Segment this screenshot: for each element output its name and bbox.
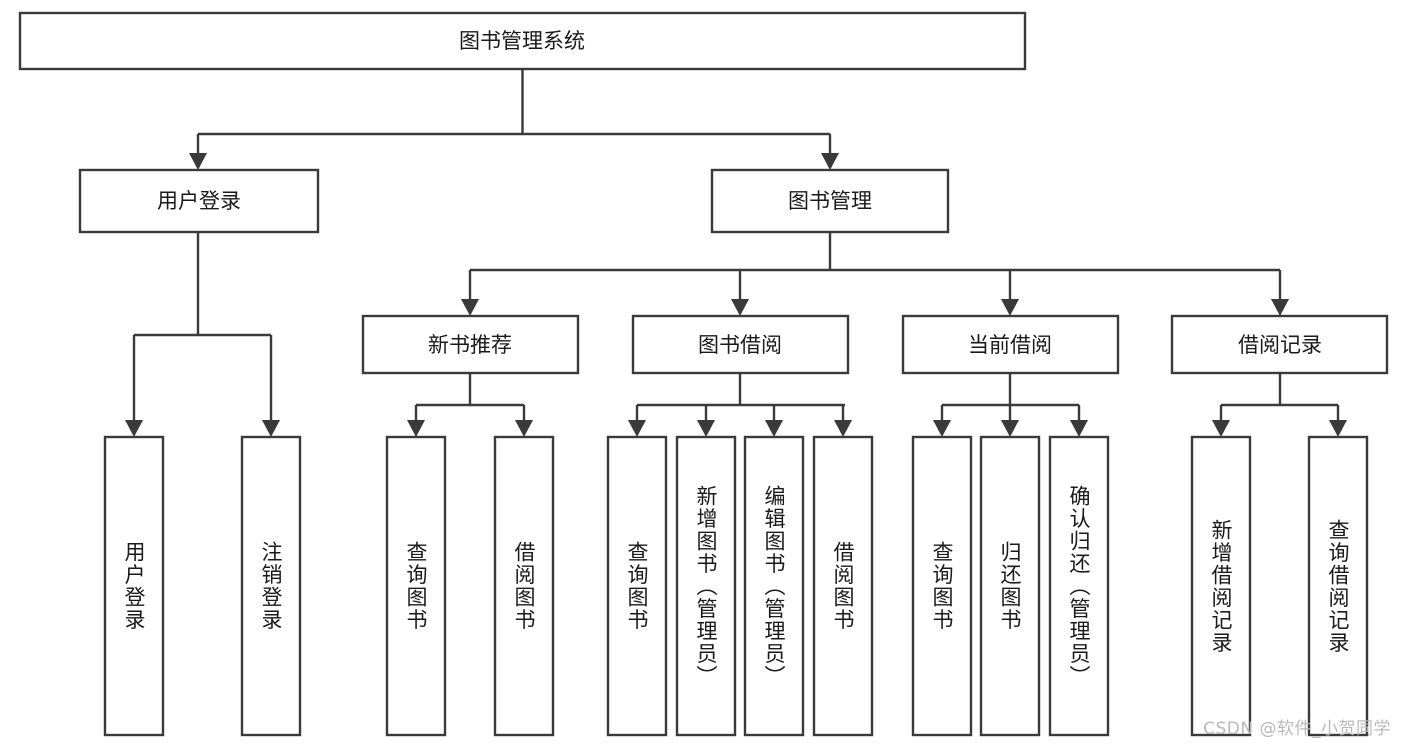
arrowhead-leaf-nb-2 <box>515 420 533 437</box>
arrowhead-current-borrow <box>1001 299 1019 316</box>
leaf-box-bb-1[interactable] <box>606 435 668 737</box>
arrowhead-book-mgmt <box>821 153 839 170</box>
arrowhead-leaf-cb-3 <box>1070 420 1088 437</box>
node-label-current-borrow: 当前借阅 <box>968 333 1052 357</box>
arrowhead-leaf-nb-1 <box>407 420 425 437</box>
arrowhead-leaf-bb-2 <box>697 420 715 437</box>
node-new-book-recommend[interactable]: 新书推荐 <box>361 314 580 375</box>
arrowhead-leaf-br-2 <box>1329 420 1347 437</box>
node-book-management[interactable]: 图书管理 <box>710 168 950 234</box>
arrowhead-new-book-recommend <box>461 299 479 316</box>
leaf-box-bb-3[interactable] <box>743 435 805 737</box>
watermark-text: CSDN @软件_小贺同学 <box>1203 719 1391 739</box>
leaf-box-br-1[interactable] <box>1190 435 1252 737</box>
leaf-group-current-borrow <box>911 435 1110 737</box>
node-box-book-borrow[interactable] <box>631 314 850 375</box>
arrowhead-leaf-bb-3 <box>765 420 783 437</box>
leaf-box-user-login-2[interactable] <box>240 435 302 737</box>
node-book-borrow[interactable]: 图书借阅 <box>631 314 850 375</box>
connector-group-new-book-recommend <box>407 373 533 437</box>
connector-group-current-borrow <box>933 373 1088 437</box>
leaf-group-book-borrow <box>606 435 874 737</box>
node-label-new-book-recommend: 新书推荐 <box>428 333 512 357</box>
node-box-book-management[interactable] <box>710 168 950 234</box>
connector-group-book-borrow <box>628 373 852 437</box>
leaf-box-bb-4[interactable] <box>812 435 874 737</box>
node-box-root[interactable] <box>18 11 1027 71</box>
node-label-user-login: 用户登录 <box>157 189 241 213</box>
arrowhead-leaf-br-1 <box>1212 420 1230 437</box>
leaf-box-nb-2[interactable] <box>493 435 555 737</box>
leaf-group-user-login <box>103 435 302 737</box>
arrowhead-leaf-bb-1 <box>628 420 646 437</box>
arrowhead-leaf-user-login-2 <box>262 420 280 437</box>
node-root-system[interactable]: 图书管理系统 <box>18 11 1027 71</box>
leaf-group-borrow-record <box>1190 435 1369 737</box>
arrowhead-leaf-bb-4 <box>834 420 852 437</box>
leaf-box-cb-1[interactable] <box>911 435 973 737</box>
arrowhead-borrow-record <box>1271 299 1289 316</box>
node-box-user-login[interactable] <box>78 168 320 234</box>
arrowhead-book-borrow <box>731 299 749 316</box>
leaf-box-bb-2[interactable] <box>675 435 737 737</box>
leaf-box-user-login-1[interactable] <box>103 435 165 737</box>
node-borrow-record[interactable]: 借阅记录 <box>1170 314 1389 375</box>
arrowhead-user-login <box>189 153 207 170</box>
arrowhead-leaf-user-login-1 <box>125 420 143 437</box>
node-label-root: 图书管理系统 <box>459 29 585 53</box>
leaf-box-nb-1[interactable] <box>385 435 447 737</box>
node-box-new-book-recommend[interactable] <box>361 314 580 375</box>
node-label-book-management: 图书管理 <box>788 189 872 213</box>
arrowhead-leaf-cb-2 <box>1001 420 1019 437</box>
connector-group-root <box>189 69 839 170</box>
leaf-box-cb-3[interactable] <box>1048 435 1110 737</box>
node-user-login[interactable]: 用户登录 <box>78 168 320 234</box>
connector-group-user-login <box>125 232 280 437</box>
leaf-box-cb-2[interactable] <box>979 435 1041 737</box>
arrowhead-leaf-cb-1 <box>933 420 951 437</box>
node-label-borrow-record: 借阅记录 <box>1238 333 1322 357</box>
node-label-book-borrow: 图书借阅 <box>698 333 782 357</box>
node-box-current-borrow[interactable] <box>901 314 1120 375</box>
node-current-borrow[interactable]: 当前借阅 <box>901 314 1120 375</box>
leaf-box-br-2[interactable] <box>1307 435 1369 737</box>
connector-group-borrow-record <box>1212 373 1347 437</box>
leaf-group-new-book-recommend <box>385 435 555 737</box>
connector-group-book-mgmt <box>461 232 1289 316</box>
node-box-borrow-record[interactable] <box>1170 314 1389 375</box>
